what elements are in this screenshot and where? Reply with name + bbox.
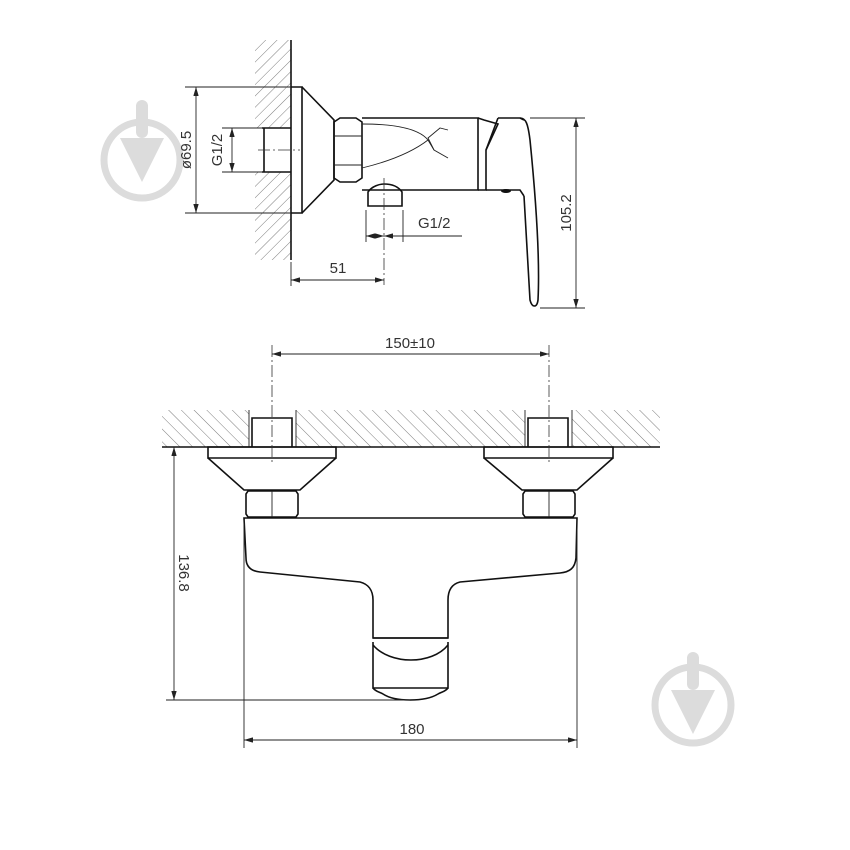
mixer-body-front	[243, 517, 578, 639]
lever-handle	[519, 117, 540, 307]
inlet-thread-label: G1/2	[209, 134, 226, 167]
side-view: ø69.5 G1/2 G1/2 51 105.2	[178, 40, 585, 309]
hex-nut-left	[245, 490, 299, 518]
wall-hatch-bottom	[255, 172, 291, 260]
wall-to-outlet-label: 51	[330, 260, 347, 277]
hex-nut-right	[522, 490, 576, 518]
hex-nut	[333, 117, 363, 183]
inlet-spacing-label: 150±10	[385, 335, 435, 352]
front-view: 150±10 136.8 180	[162, 335, 660, 748]
watermark-trowel-icon	[100, 100, 184, 202]
inlet-pipe-right	[527, 417, 569, 447]
wall-hatch-top	[255, 40, 291, 128]
flange	[291, 86, 303, 214]
front-width-label: 180	[399, 721, 424, 738]
inlet-pipe-left	[251, 417, 293, 447]
watermark-trowel-icon	[651, 652, 735, 747]
outlet-thread-label: G1/2	[418, 215, 451, 232]
flange-cone	[301, 86, 335, 214]
mixer-body	[362, 117, 479, 191]
flange-right	[483, 446, 614, 459]
side-height-label: 105.2	[558, 194, 575, 232]
front-height-label: 136.8	[175, 554, 192, 592]
flange-diameter-label: ø69.5	[178, 131, 195, 169]
outlet-thread	[367, 183, 403, 207]
outlet-front	[372, 642, 449, 689]
